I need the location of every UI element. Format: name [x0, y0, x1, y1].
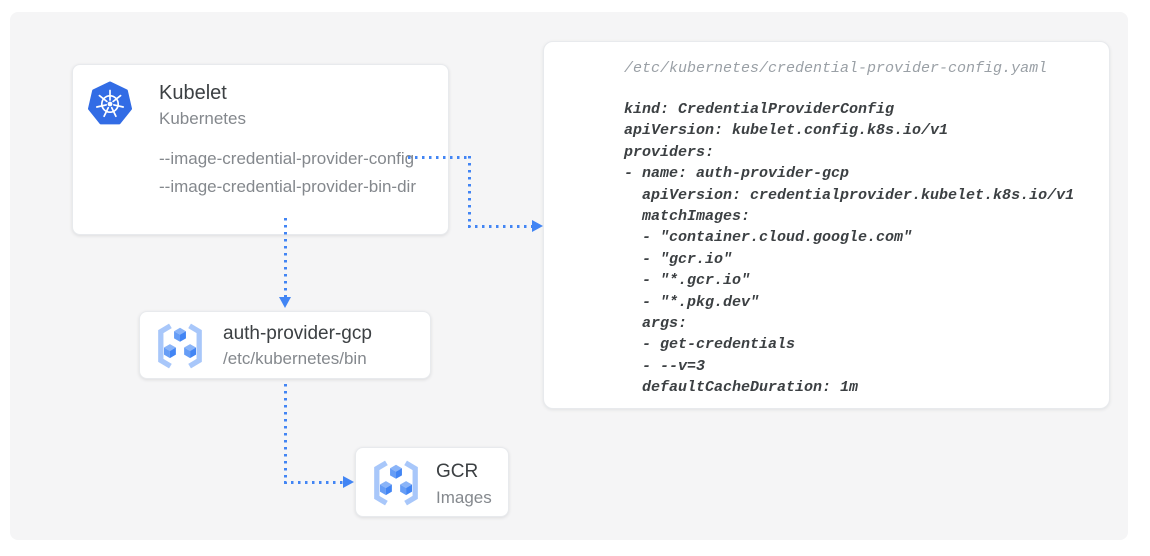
connector-kubelet-to-auth-segment [284, 218, 287, 298]
kubelet-node-card: Kubelet Kubernetes --image-credential-pr… [72, 64, 449, 235]
container-registry-icon [153, 322, 207, 370]
connector-auth-to-gcr-segment [284, 481, 344, 484]
auth-provider-subtitle: /etc/kubernetes/bin [223, 349, 367, 368]
arrowhead-down-icon [279, 297, 291, 308]
kubelet-title: Kubelet [159, 82, 227, 104]
gcr-title: GCR [436, 461, 479, 482]
kubelet-flag-bin-dir: --image-credential-provider-bin-dir [159, 177, 416, 196]
kubelet-flag-config: --image-credential-provider-config [159, 149, 415, 168]
gcr-subtitle: Images [436, 488, 492, 507]
container-registry-icon [369, 459, 423, 507]
connector-config-to-yaml-segment [468, 225, 532, 228]
kubelet-subtitle: Kubernetes [159, 109, 246, 128]
auth-provider-title: auth-provider-gcp [223, 323, 372, 344]
gcr-node-card: GCR Images [355, 447, 509, 517]
connector-auth-to-gcr-segment [284, 384, 287, 484]
connector-config-to-yaml-segment [468, 156, 471, 227]
auth-provider-node-card: auth-provider-gcp /etc/kubernetes/bin [139, 311, 431, 379]
connector-config-to-yaml-segment [408, 156, 470, 159]
yaml-file-path: /etc/kubernetes/credential-provider-conf… [624, 60, 1048, 77]
kubelet-flag-list: --image-credential-provider-config --ima… [159, 145, 416, 201]
arrowhead-right-icon [343, 476, 354, 488]
kubernetes-helm-icon [88, 81, 132, 125]
yaml-config-panel: /etc/kubernetes/credential-provider-conf… [543, 41, 1110, 409]
arrowhead-right-icon [532, 220, 543, 232]
yaml-code-block: kind: CredentialProviderConfig apiVersio… [624, 101, 1075, 397]
